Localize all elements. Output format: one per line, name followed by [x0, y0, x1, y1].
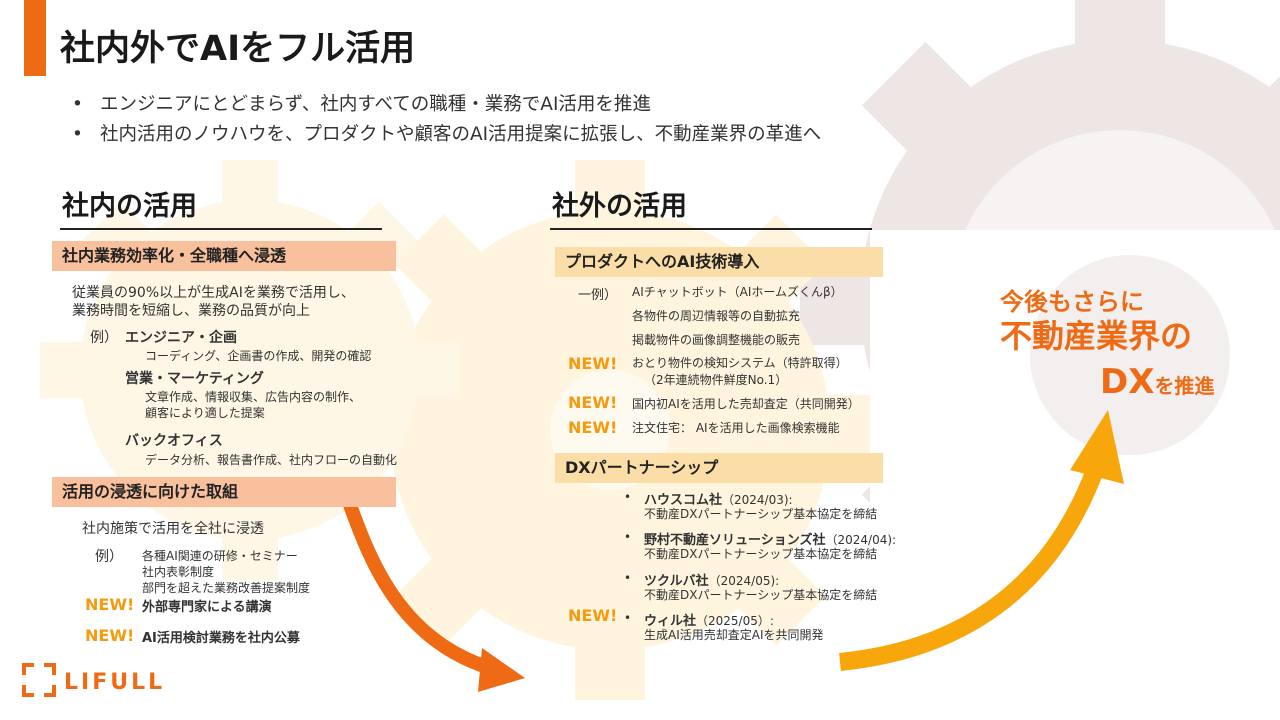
lifull-logo-icon	[22, 663, 56, 697]
bullet-dot: •	[624, 571, 632, 585]
new-badge: NEW!	[85, 626, 135, 645]
list-item: 注文住宅： AIを活用した画像検索機能	[632, 421, 840, 435]
category-backoffice-detail: データ分析、報告書作成、社内フローの自動化	[145, 453, 398, 467]
page-title: 社内外でAIをフル活用	[60, 29, 416, 69]
internal-desc-line2: 業務時間を短縮し、業務の品質が向上	[72, 303, 310, 319]
list-item: 掲載物件の画像調整機能の販売	[632, 333, 801, 347]
lifull-logo-text: LIFULL	[64, 670, 166, 695]
bullet-dot: •	[624, 490, 632, 504]
new-badge: NEW!	[85, 595, 135, 614]
external-example-label: 一例）	[578, 288, 618, 303]
list-item: 部門を超えた業務改善提案制度	[142, 581, 311, 595]
list-item: AIチャットボット（AIホームズくんβ）	[632, 285, 843, 299]
internal-example-label: 例）	[90, 330, 118, 346]
category-sales: 営業・マーケティング	[125, 371, 264, 387]
orange-arrow-icon	[343, 502, 493, 675]
partner-row: ウィル社（2025/05）:	[644, 614, 774, 629]
internal-underline	[60, 228, 382, 230]
new-badge: NEW!	[568, 354, 618, 373]
list-item-new: AI活用検討業務を社内公募	[142, 631, 300, 646]
category-engineer: エンジニア・企画	[125, 330, 237, 346]
category-sales-detail1: 文章作成、情報収集、広告内容の制作、	[145, 390, 362, 404]
external-band-product: プロダクトへのAI技術導入	[555, 247, 883, 277]
new-badge: NEW!	[568, 418, 618, 437]
title-accent-bar	[24, 0, 46, 76]
partner-detail: 不動産DXパートナーシップ基本協定を締結	[644, 588, 878, 602]
internal-band-penetration: 活用の浸透に向けた取組	[52, 477, 396, 507]
list-item: （2年連続物件鮮度No.1）	[644, 373, 788, 387]
internal-policy: 社内施策で活用を全社に浸透	[82, 521, 264, 537]
external-band-partnership: DXパートナーシップ	[555, 453, 883, 483]
partner-detail: 不動産DXパートナーシップ基本協定を締結	[644, 507, 878, 521]
list-item-new: 外部専門家による講演	[142, 600, 272, 615]
partner-detail: 生成AI活用売却査定AIを共同開発	[644, 628, 824, 642]
ai-brain-icon	[1030, 255, 1230, 455]
yellow-arrow-icon	[839, 466, 1104, 671]
partner-row: ハウスコム社（2024/03):	[644, 493, 793, 508]
list-item: おとり物件の検知システム（特許取得）	[632, 356, 848, 370]
partner-row: 野村不動産ソリューションズ社（2024/04):	[644, 533, 897, 548]
internal-band-efficiency: 社内業務効率化・全職種へ浸透	[52, 241, 396, 271]
partner-row: ツクルバ社（2024/05):	[644, 574, 780, 589]
list-item: 各物件の周辺情報等の自動拡充	[632, 309, 801, 323]
external-underline	[550, 228, 872, 230]
internal-desc-line1: 従業員の90%以上が生成AIを業務で活用し、	[72, 285, 355, 301]
bullet-dot: •	[624, 611, 632, 625]
new-badge: NEW!	[568, 393, 618, 412]
internal-ex2-label: 例）	[95, 549, 123, 565]
external-heading: 社外の活用	[552, 191, 687, 222]
category-backoffice: バックオフィス	[125, 433, 223, 449]
list-item: 国内初AIを活用した売却査定（共同開発）	[632, 397, 860, 411]
future-line3: DXを推進	[1100, 362, 1215, 402]
future-line1: 今後もさらに	[1000, 288, 1144, 316]
list-item: 各種AI関連の研修・セミナー	[142, 549, 298, 563]
future-line2: 不動産業界の	[1000, 317, 1193, 355]
bullet-dot: •	[624, 530, 632, 544]
summary-bullets: •エンジニアにとどまらず、社内すべての職種・業務でAI活用を推進 •社内活用のノ…	[72, 90, 821, 150]
category-engineer-detail: コーディング、企画書の作成、開発の確認	[145, 349, 372, 363]
internal-heading: 社内の活用	[62, 191, 197, 222]
bullet-item: •社内活用のノウハウを、プロダクトや顧客のAI活用提案に拡張し、不動産業界の革進…	[72, 124, 822, 145]
partner-detail: 不動産DXパートナーシップ基本協定を締結	[644, 547, 878, 561]
category-sales-detail2: 顧客により適した提案	[145, 406, 265, 420]
bullet-item: •エンジニアにとどまらず、社内すべての職種・業務でAI活用を推進	[72, 94, 651, 115]
gear-small-icon	[40, 160, 460, 580]
list-item: 社内表彰制度	[142, 565, 215, 579]
new-badge: NEW!	[568, 606, 618, 625]
